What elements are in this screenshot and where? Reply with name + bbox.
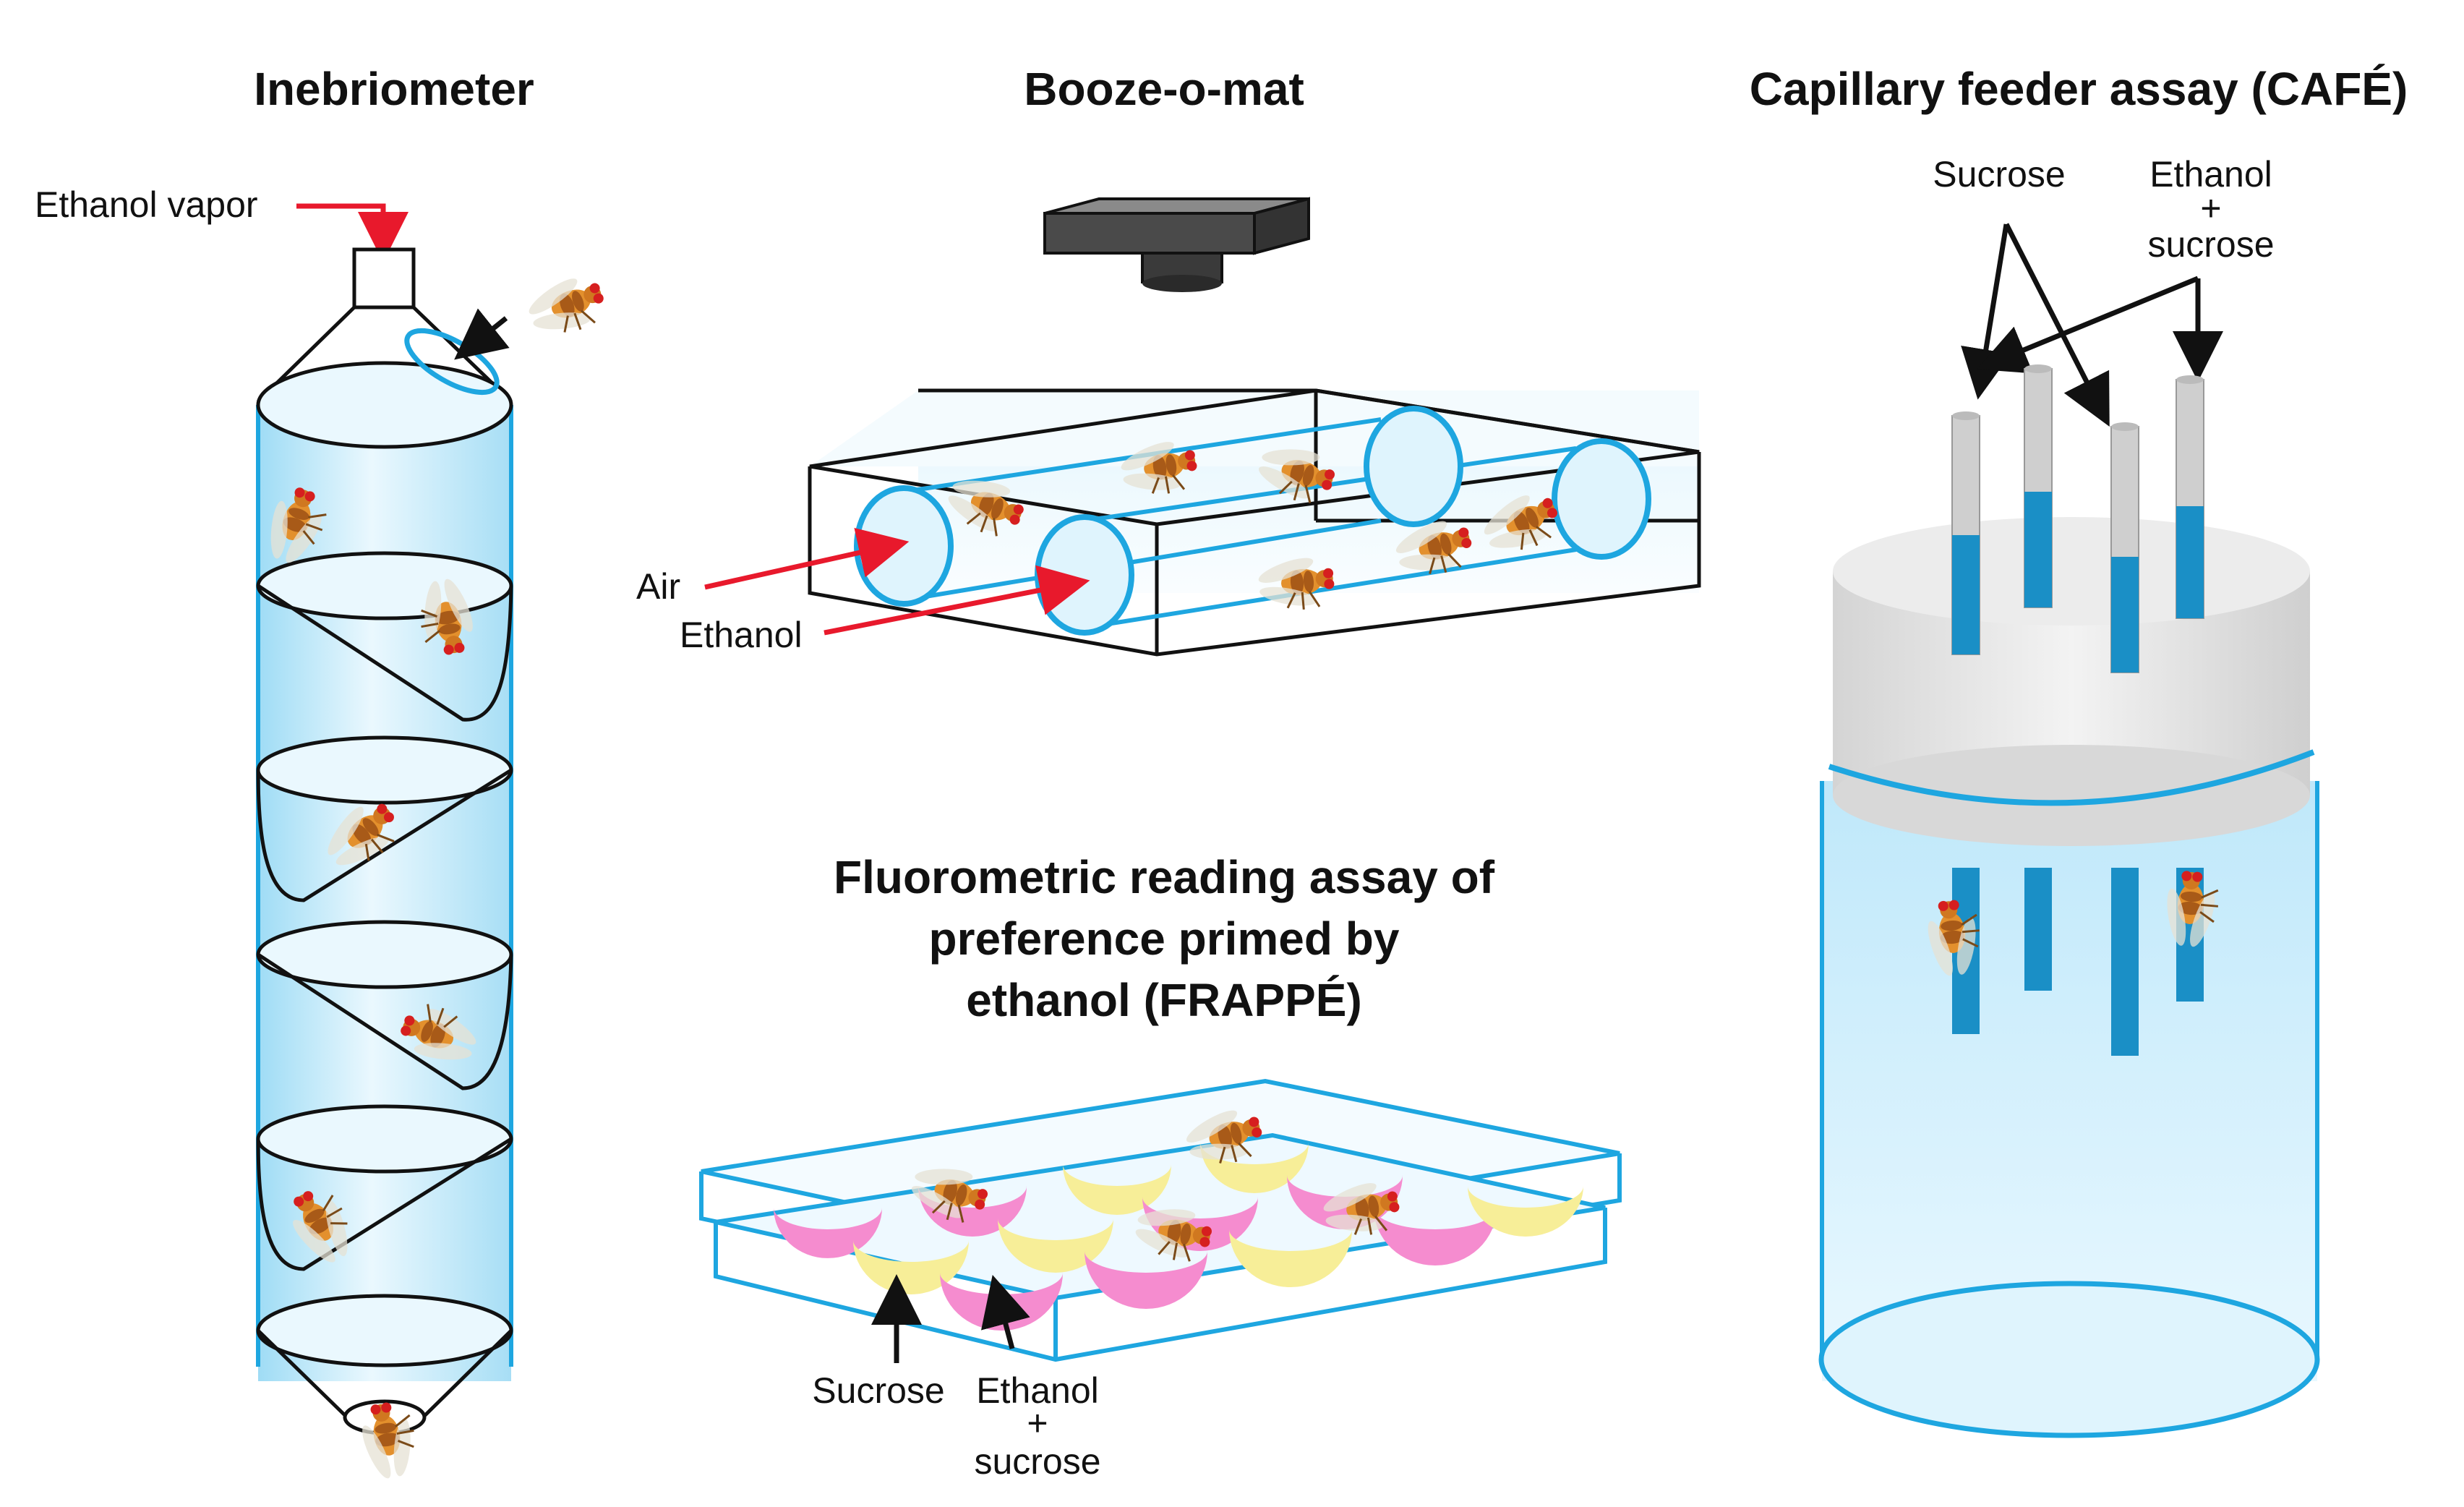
cafe-arrow bbox=[2003, 223, 2110, 427]
tube-opening bbox=[1364, 406, 1463, 527]
capillary-tip bbox=[2111, 868, 2139, 1056]
tube-opening bbox=[854, 485, 954, 607]
cafe-panel: Capillary feeder assay (CAFÉ) Sucrose Et… bbox=[1750, 63, 2408, 1438]
vapor-inlet-arrow bbox=[296, 203, 408, 262]
tube-opening bbox=[1035, 514, 1134, 636]
baffle bbox=[256, 735, 513, 902]
frappe-plate bbox=[699, 1078, 1622, 1362]
frappe-ethanol-label: Ethanol bbox=[976, 1370, 1099, 1411]
well-ethanol bbox=[1085, 1251, 1207, 1309]
frappe-ethanol-arrow bbox=[981, 1274, 1030, 1349]
air-inlet-arrow bbox=[704, 528, 910, 590]
capillary bbox=[2176, 375, 2204, 619]
booze-o-mat-title: Booze-o-mat bbox=[1024, 63, 1304, 115]
cafe-plus-label: + bbox=[2200, 188, 2221, 229]
well-sucrose bbox=[1468, 1186, 1583, 1237]
ethanol-inlet-arrow bbox=[824, 565, 1090, 636]
cafe-ethanol-label: Ethanol bbox=[2149, 154, 2272, 195]
frappe-title-line2: preference primed by bbox=[929, 913, 1400, 965]
well-sucrose bbox=[998, 1218, 1113, 1273]
inebriometer-column bbox=[253, 247, 613, 1485]
air-label: Air bbox=[636, 566, 680, 607]
cafe-arrow bbox=[1977, 276, 2199, 374]
ethanol-label: Ethanol bbox=[680, 615, 803, 655]
fly-icon bbox=[518, 265, 613, 347]
well-sucrose bbox=[1200, 1143, 1309, 1193]
frappe-title-line1: Fluorometric reading assay of bbox=[834, 851, 1495, 903]
frappe-panel: Fluorometric reading assay of preference… bbox=[699, 851, 1622, 1482]
frappe-title-line3: ethanol (FRAPPÉ) bbox=[966, 974, 1362, 1026]
baffle bbox=[256, 920, 513, 1090]
cafe-sucrose2-label: sucrose bbox=[2147, 224, 2274, 265]
fly-entry-arrow bbox=[454, 308, 510, 360]
frappe-sucrose2-label: sucrose bbox=[974, 1441, 1100, 1482]
inebriometer-title: Inebriometer bbox=[254, 63, 534, 115]
baffle bbox=[256, 1104, 513, 1271]
camera-icon bbox=[1043, 197, 1310, 292]
tube-opening bbox=[1552, 438, 1651, 560]
capillary bbox=[2024, 364, 2053, 608]
ethanol-vapor-label: Ethanol vapor bbox=[35, 184, 258, 225]
cafe-sucrose-label: Sucrose bbox=[1933, 154, 2065, 195]
cafe-vial bbox=[1818, 364, 2320, 1438]
cafe-title: Capillary feeder assay (CAFÉ) bbox=[1750, 63, 2408, 115]
frappe-sucrose-label: Sucrose bbox=[812, 1370, 944, 1411]
capillary bbox=[1951, 411, 1980, 655]
inebriometer-panel: Inebriometer Ethanol vapor bbox=[35, 63, 613, 1485]
booze-chamber bbox=[808, 388, 1701, 657]
capillary-tip bbox=[2024, 868, 2052, 991]
booze-o-mat-panel: Booze-o-mat bbox=[636, 63, 1701, 657]
well-sucrose bbox=[1229, 1229, 1352, 1287]
well-ethanol bbox=[1374, 1208, 1497, 1265]
frappe-plus-label: + bbox=[1027, 1403, 1048, 1443]
capillary bbox=[2110, 422, 2139, 673]
